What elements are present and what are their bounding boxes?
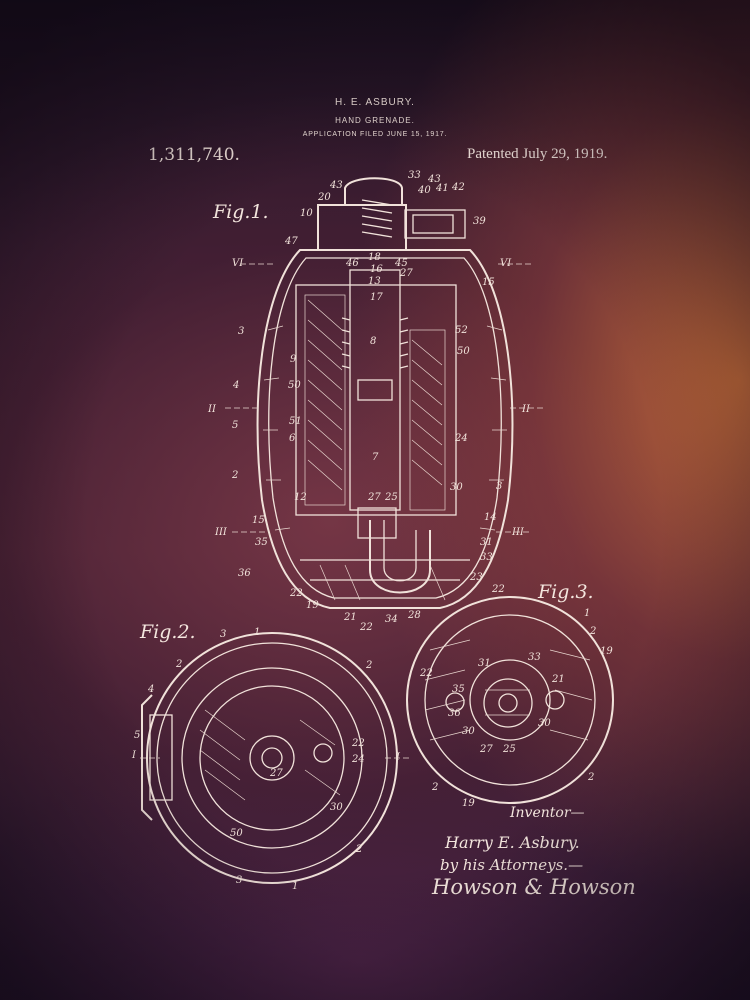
part-label: 2 [587,772,594,783]
part-label: 30 [450,482,463,493]
attorneys-signature: Howson & Howson [432,875,636,899]
part-label: 1 [584,608,590,619]
part-label: 7 [372,452,379,463]
part-label: 2 [365,660,372,671]
part-label: 39 [473,216,486,227]
part-label: 19 [306,600,319,611]
part-label: 13 [368,276,381,287]
part-label: 2 [231,470,238,481]
part-label: 27 [269,768,283,779]
part-label: 40 [417,185,431,196]
part-label: 50 [457,346,470,357]
part-label: 18 [368,252,381,263]
part-label: 28 [407,610,421,621]
part-label: 14 [484,512,497,523]
part-label: 25 [384,492,398,503]
part-label: 35 [255,537,268,548]
part-label: 3 [220,629,226,640]
fig3-bottom-view [406,596,614,804]
fig1-label: Fig.1. [212,201,269,223]
part-label: 19 [462,798,475,809]
part-label: 36 [238,568,251,579]
part-label: 42 [451,182,465,193]
fig2-label: Fig.2. [139,621,196,643]
part-label: 23 [469,572,483,583]
part-label: 51 [289,416,302,427]
part-label: 22 [359,622,373,633]
part-label: 50 [288,380,301,391]
part-label: 35 [452,684,465,695]
part-label: 43 [329,180,343,191]
part-label: 6 [289,433,296,444]
part-label: 4 [147,684,154,695]
part-label: I [131,750,137,761]
part-label: 50 [230,828,243,839]
part-label: I [395,752,401,763]
part-label: 41 [435,183,449,194]
part-label: II [521,404,531,415]
part-label: 3 [236,875,242,886]
part-label: 27 [479,744,493,755]
part-label: 4 [232,380,239,391]
part-label: 24 [454,433,468,444]
part-label: 46 [345,258,359,269]
part-label: 9 [290,354,297,365]
fig1-cross-section [225,177,545,609]
part-label: 22 [491,584,505,595]
part-label: 1 [254,627,260,638]
part-label: 25 [502,744,516,755]
part-label: 2 [589,626,596,637]
part-label: 15 [252,515,265,526]
part-label: 10 [300,208,313,219]
part-label: 17 [370,292,383,303]
part-label: 3 [496,481,502,492]
part-label: 12 [294,492,307,503]
part-label: 8 [370,336,376,347]
part-label: 27 [399,268,413,279]
part-label: 47 [284,236,298,247]
attorneys-byline: by his Attorneys.— [440,856,584,874]
part-label: 24 [351,754,365,765]
part-label: III [214,527,228,538]
part-label: 52 [455,325,468,336]
part-label: 5 [232,420,238,431]
part-label: 33 [408,170,421,181]
part-label: 16 [370,264,383,275]
part-label: 15 [482,277,495,288]
part-label: 3 [238,326,244,337]
part-label: III [511,527,525,538]
part-label: 22 [289,588,303,599]
part-label: VI [232,258,244,269]
part-label: 22 [419,668,433,679]
part-label: 30 [462,726,475,737]
part-label: 33 [480,552,493,563]
part-label: 31 [478,658,491,669]
part-label: 19 [600,646,613,657]
part-label: 1 [292,881,298,892]
part-label: 27 [367,492,381,503]
part-label: VI [500,258,512,269]
part-label: 20 [317,192,331,203]
part-label: 2 [355,844,362,855]
part-label: 36 [448,708,461,719]
part-label: II [207,404,217,415]
part-label: 21 [343,612,357,623]
part-label: 30 [330,802,343,813]
part-label: 31 [480,537,493,548]
part-label: 2 [175,659,182,670]
part-label: 30 [538,718,551,729]
part-label: 21 [551,674,565,685]
part-label: 33 [528,652,541,663]
part-label: 34 [385,614,398,625]
inventor-caption: Inventor— [510,805,585,821]
fig3-label: Fig.3. [537,581,594,603]
part-label: 5 [134,730,140,741]
part-label: 2 [431,782,438,793]
inventor-signature: Harry E. Asbury. [445,833,580,852]
part-label: 22 [351,738,365,749]
